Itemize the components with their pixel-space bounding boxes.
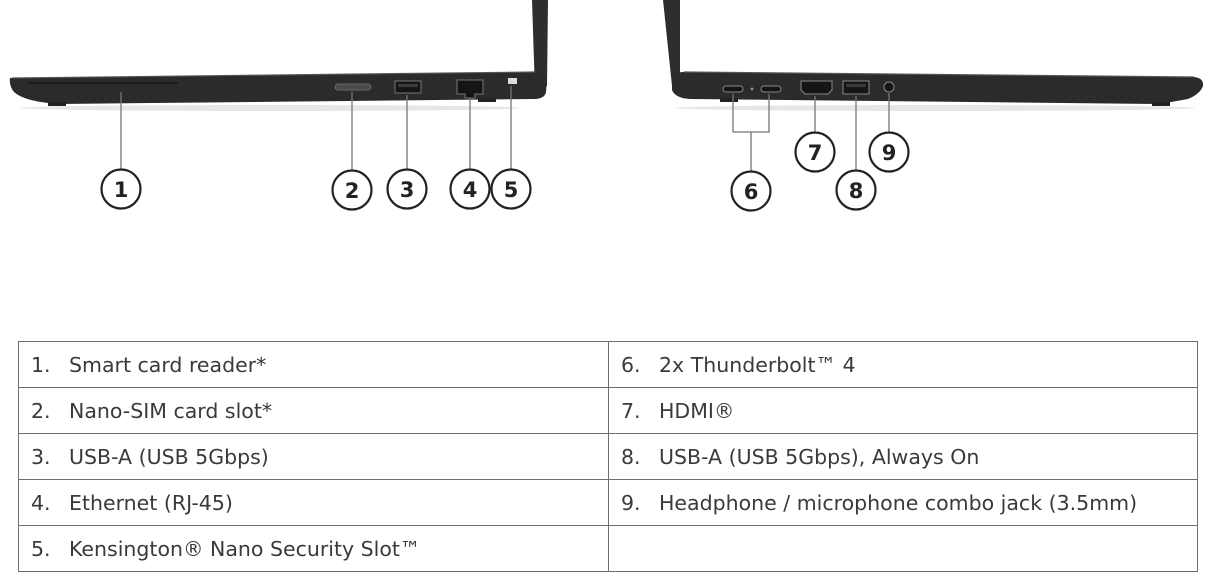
- svg-text:5: 5: [504, 178, 519, 202]
- port-item-1: 1. Smart card reader*: [18, 341, 609, 388]
- port-label: USB-A (USB 5Gbps), Always On: [659, 444, 980, 469]
- port-number: 5.: [31, 536, 51, 561]
- svg-text:7: 7: [808, 141, 823, 165]
- port-label: Smart card reader*: [69, 352, 267, 377]
- port-item-9: 9. Headphone / microphone combo jack (3.5…: [608, 479, 1198, 526]
- laptop-ports-diagram: 1 2 3 4 5 6 7 8 9: [9, 0, 1204, 212]
- callout-6: 6: [730, 170, 772, 212]
- port-label: Headphone / microphone combo jack (3.5mm…: [659, 490, 1138, 515]
- table-row: 1. Smart card reader* 6. 2x Thunderbolt™ 4: [18, 341, 1198, 388]
- port-label: Ethernet (RJ-45): [69, 490, 233, 515]
- callout-1: 1: [100, 168, 142, 210]
- svg-text:1: 1: [114, 178, 129, 202]
- port-item-6: 6. 2x Thunderbolt™ 4: [608, 341, 1198, 388]
- table-row: 4. Ethernet (RJ-45) 9. Headphone / microph…: [18, 479, 1198, 526]
- callout-9: 9: [868, 131, 910, 173]
- port-label: Nano-SIM card slot*: [69, 398, 273, 423]
- callout-4: 4: [449, 168, 491, 210]
- port-number: 9.: [621, 490, 641, 515]
- svg-text:8: 8: [849, 179, 864, 203]
- callout-3: 3: [386, 168, 428, 210]
- table-row: 5. Kensington® Nano Security Slot™: [18, 525, 1198, 572]
- port-item-2: 2. Nano-SIM card slot*: [18, 387, 609, 434]
- port-item-7: 7. HDMI®: [608, 387, 1198, 434]
- left-leader-lines: [120, 86, 512, 170]
- callout-2: 2: [331, 169, 373, 211]
- port-number: 2.: [31, 398, 51, 423]
- port-number: 6.: [621, 352, 641, 377]
- callout-7: 7: [794, 131, 836, 173]
- laptop-right-side-view: [663, 0, 1204, 111]
- empty-cell: [608, 525, 1198, 572]
- port-number: 8.: [621, 444, 641, 469]
- svg-text:9: 9: [882, 141, 897, 165]
- port-number: 7.: [621, 398, 641, 423]
- callout-8: 8: [835, 169, 877, 211]
- svg-text:4: 4: [463, 178, 478, 202]
- port-number: 4.: [31, 490, 51, 515]
- svg-text:2: 2: [345, 179, 360, 203]
- port-label: 2x Thunderbolt™ 4: [659, 352, 856, 377]
- table-row: 3. USB-A (USB 5Gbps) 8. USB-A (USB 5Gbps),…: [18, 433, 1198, 480]
- port-item-4: 4. Ethernet (RJ-45): [18, 479, 609, 526]
- port-label: Kensington® Nano Security Slot™: [69, 536, 421, 561]
- right-leader-lines: [732, 93, 890, 172]
- port-label: USB-A (USB 5Gbps): [69, 444, 269, 469]
- ports-legend-table: 1. Smart card reader* 6. 2x Thunderbolt™ 4…: [18, 341, 1198, 572]
- port-label: HDMI®: [659, 398, 735, 423]
- callout-5: 5: [490, 168, 532, 210]
- port-item-8: 8. USB-A (USB 5Gbps), Always On: [608, 433, 1198, 480]
- port-item-3: 3. USB-A (USB 5Gbps): [18, 433, 609, 480]
- port-number: 3.: [31, 444, 51, 469]
- svg-text:6: 6: [744, 180, 759, 204]
- svg-text:3: 3: [400, 178, 415, 202]
- laptop-left-side-view: [9, 0, 548, 111]
- port-number: 1.: [31, 352, 51, 377]
- port-item-5: 5. Kensington® Nano Security Slot™: [18, 525, 609, 572]
- table-row: 2. Nano-SIM card slot* 7. HDMI®: [18, 387, 1198, 434]
